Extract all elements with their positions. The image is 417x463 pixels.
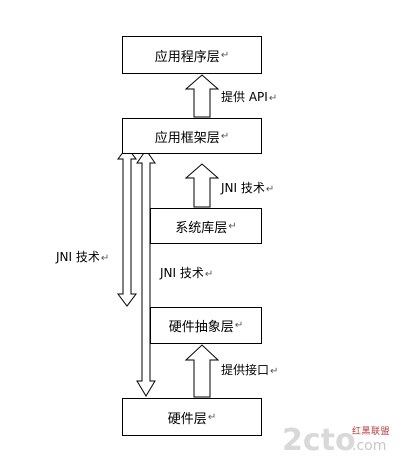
app-layer-box: 应用程序层↵ [122, 36, 262, 74]
hal-layer-label: 硬件抽象层 [168, 320, 234, 335]
svg-text:.com: .com [352, 438, 386, 454]
arrow-library-to-framework [184, 163, 220, 208]
library-layer-label: 系统库层 [175, 220, 228, 236]
jni-framework-edge-label: JNI 技术↵ [221, 181, 275, 195]
api-edge-label: 提供 API↵ [221, 90, 278, 104]
jni-left-edge-label: JNI 技术↵ [56, 250, 110, 264]
watermark-site: 红黑联盟 [352, 427, 391, 437]
hardware-layer-label: 硬件层 [167, 411, 207, 427]
arrow-framework-hal-bidirectional [117, 146, 137, 307]
framework-layer-label: 应用框架层 [154, 130, 220, 146]
interface-edge-label: 提供接口↵ [221, 363, 279, 377]
svg-text:2cto: 2cto [282, 423, 356, 458]
arrow-framework-hardware-bidirectional [136, 149, 156, 397]
watermark-logo: 2cto .com [282, 423, 386, 458]
hal-layer-box: 硬件抽象层↵ [150, 307, 262, 344]
arrow-hardware-to-hal [184, 344, 220, 398]
library-layer-box: 系统库层↵ [150, 208, 262, 244]
hardware-layer-box: 硬件层↵ [122, 398, 262, 436]
framework-layer-box: 应用框架层↵ [122, 118, 262, 154]
app-layer-label: 应用程序层 [154, 49, 220, 65]
jni-right-edge-label: JNI 技术↵ [160, 266, 214, 280]
arrow-framework-to-app [184, 74, 220, 118]
